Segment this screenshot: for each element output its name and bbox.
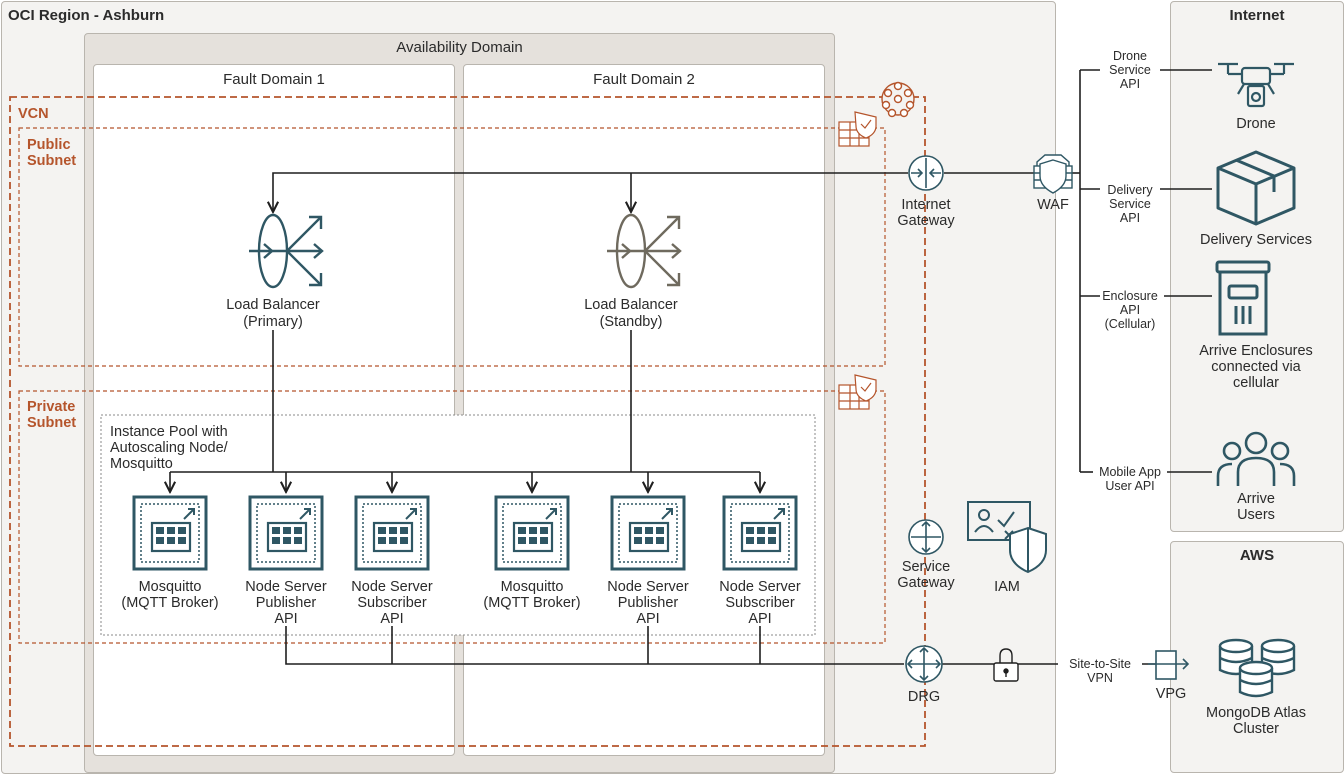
instance-pool-label-3: Mosquitto (110, 456, 173, 472)
internet-box-title: Internet (1229, 7, 1285, 24)
private-subnet-boundary (18, 390, 886, 644)
compute-node-label: Node Server (245, 579, 327, 595)
service-gateway-label-2: Gateway (897, 575, 955, 591)
drone-icon (1218, 62, 1294, 108)
vpg-label: VPG (1155, 686, 1187, 702)
instance-pool-label-1: Instance Pool with (110, 424, 228, 440)
load-balancer-standby-icon (607, 213, 682, 289)
instance-pool-label-2: Autoscaling Node/ (110, 440, 228, 456)
mongodb-label-1: MongoDB Atlas (1206, 705, 1306, 721)
compute-instance-icon (494, 495, 570, 571)
compute-node-label: Node Server (719, 579, 801, 595)
public-subnet-label-2: Subnet (27, 153, 77, 169)
internet-gateway-label-1: Internet (901, 197, 951, 213)
vpn-label-2: VPN (1087, 671, 1113, 685)
vcn-boundary (9, 96, 926, 747)
compute-node-label: Node Server (607, 579, 689, 595)
igw-to-lb-line (273, 172, 908, 212)
drg-bus-line (285, 626, 904, 665)
users-icon (1216, 431, 1296, 486)
client-enclosure-label-3: cellular (1233, 375, 1279, 391)
drg-icon (905, 645, 943, 683)
compute-node-label: Publisher (617, 595, 679, 611)
compute-node-label: Publisher (255, 595, 317, 611)
client-enclosure-label-2: connected via (1211, 359, 1301, 375)
api-delivery-label-3: API (1119, 211, 1141, 225)
compute-node-label: (MQTT Broker) (121, 595, 219, 611)
compute-instance-icon (354, 495, 430, 571)
api-delivery-label-2: Service (1109, 197, 1151, 211)
lb-primary-label-2: (Primary) (243, 314, 303, 330)
public-subnet-boundary (18, 127, 886, 367)
api-enclosure-label-2: API (1119, 303, 1141, 317)
compute-node-label: Subscriber (357, 595, 427, 611)
internet-box (1170, 1, 1344, 532)
enclosure-icon (1215, 260, 1271, 336)
vpg-icon (1148, 650, 1190, 680)
compute-instance-icon (610, 495, 686, 571)
load-balancer-primary-icon (249, 213, 324, 289)
instance-pool-boundary (100, 414, 816, 636)
client-users-label-2: Users (1237, 507, 1275, 523)
compute-node-label: Node Server (351, 579, 433, 595)
mongodb-cluster-icon (1218, 638, 1296, 698)
oci-region-title: OCI Region - Ashburn (8, 7, 165, 24)
fault-domain-1-box (93, 64, 455, 756)
fault-domain-2-title: Fault Domain 2 (593, 71, 695, 88)
api-drone-label-2: Service (1109, 63, 1151, 77)
public-subnet-label-1: Public (27, 137, 71, 153)
mongodb-label-2: Cluster (1233, 721, 1279, 737)
compute-node-label: (MQTT Broker) (483, 595, 581, 611)
lb-standby-label-2: (Standby) (599, 314, 663, 330)
client-delivery-label: Delivery Services (1200, 232, 1312, 248)
aws-box-title: AWS (1239, 547, 1275, 564)
iam-icon (967, 501, 1047, 574)
client-users-label-1: Arrive (1237, 491, 1275, 507)
fault-domain-1-title: Fault Domain 1 (223, 71, 325, 88)
fault-domain-2-box (463, 64, 825, 756)
lb-primary-label-1: Load Balancer (226, 297, 320, 313)
api-drone-label-1: Drone (1112, 49, 1148, 63)
drg-label: DRG (907, 689, 941, 705)
private-subnet-label-1: Private (27, 399, 76, 415)
internet-gateway-icon (908, 155, 944, 191)
compute-node-label: API (380, 611, 404, 627)
compute-node-label: API (274, 611, 298, 627)
compute-node-label: API (748, 611, 772, 627)
compute-instance-icon (132, 495, 208, 571)
api-enclosure-label-3: (Cellular) (1104, 317, 1156, 331)
compute-node-label: Mosquitto (138, 579, 202, 595)
compute-instance-icon (248, 495, 324, 571)
api-drone-label-3: API (1119, 77, 1141, 91)
iam-label: IAM (994, 579, 1020, 595)
lb-standby-label-1: Load Balancer (584, 297, 678, 313)
api-mobile-label-2: User API (1105, 479, 1155, 493)
compute-node-label: Mosquitto (500, 579, 564, 595)
compute-node-label: Subscriber (725, 595, 795, 611)
waf-icon (1033, 154, 1073, 194)
waf-label: WAF (1037, 197, 1069, 213)
security-list-icon-public (838, 111, 877, 147)
service-gateway-label-1: Service (901, 559, 951, 575)
compute-node-label: API (636, 611, 660, 627)
client-drone-label: Drone (1236, 116, 1276, 132)
client-enclosure-label-1: Arrive Enclosures (1199, 343, 1313, 359)
api-enclosure-label-1: Enclosure (1102, 289, 1158, 303)
security-list-icon-private (838, 374, 877, 410)
vcn-label: VCN (18, 106, 49, 122)
availability-domain-title: Availability Domain (396, 39, 523, 56)
lock-icon (993, 648, 1019, 682)
private-subnet-label-2: Subnet (27, 415, 77, 431)
vpn-label-1: Site-to-Site (1058, 657, 1142, 671)
service-gateway-icon (908, 519, 944, 555)
delivery-box-icon (1216, 150, 1296, 226)
internet-gateway-label-2: Gateway (897, 213, 955, 229)
compute-instance-icon (722, 495, 798, 571)
api-delivery-label-1: Delivery (1107, 183, 1153, 197)
vcn-icon (881, 81, 915, 118)
api-mobile-label-1: Mobile App (1099, 465, 1161, 479)
